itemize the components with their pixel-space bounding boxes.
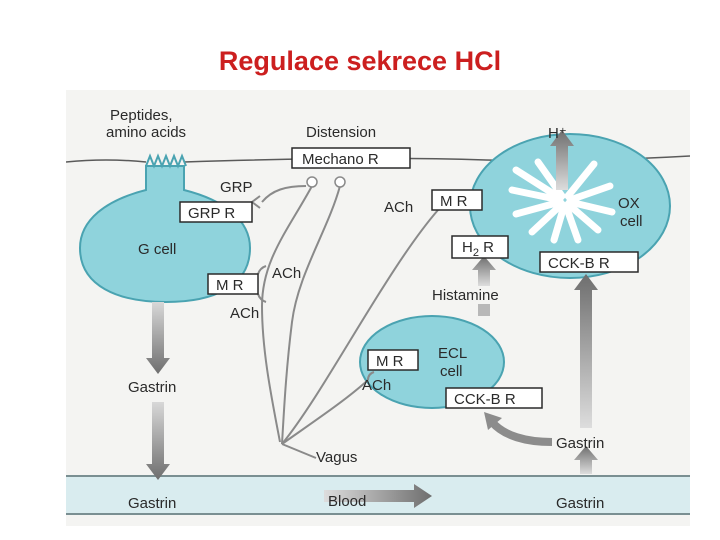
ach-ecl-label: ACh: [362, 377, 391, 394]
arrow-h-plus-secretion: [550, 130, 574, 190]
h2r-subscript: 2: [473, 247, 479, 259]
grp-fiber: [261, 185, 307, 203]
mechano-receptor-ending-icon: [306, 176, 318, 188]
mechano-r-label: Mechano R: [302, 151, 379, 168]
canaliculi-icon: [508, 158, 616, 244]
ach-g-lower-label: ACh: [230, 305, 259, 322]
arrow-gastrin-to-ox-cckbr: [574, 274, 598, 428]
cckbr-ecl-box: [445, 387, 543, 409]
vagus-nerve: [260, 185, 439, 459]
mr-ecl-label: M R: [376, 353, 404, 370]
cckbr-ox-box: [539, 251, 639, 273]
distension-label: Distension: [306, 124, 376, 141]
h2r-prefix: H: [462, 239, 473, 256]
histamine-label: Histamine: [432, 287, 499, 304]
mechano-r-box: [291, 147, 411, 169]
arrow-blood-gastrin-up: [574, 446, 598, 474]
ecl-cell-label: cell: [440, 363, 463, 380]
hcl-secretion-diagram: Peptides, amino acids Distension Mechano…: [66, 90, 690, 526]
arrow-gastrin-to-blood: [146, 402, 170, 480]
synapse-icon: [367, 371, 375, 381]
grp-r-box: [179, 201, 253, 223]
ox-cell: [469, 133, 671, 279]
arrowhead-icon: [484, 412, 502, 430]
ecl-cell: [359, 315, 505, 409]
grp-r-label: GRP R: [188, 205, 235, 222]
ach-ox-label: ACh: [384, 199, 413, 216]
svg-text:H2 R: H2 R: [462, 239, 494, 259]
vagus-label: Vagus: [316, 449, 357, 466]
microvilli-icon: [145, 153, 187, 169]
mr-ecl-box: [367, 349, 419, 371]
synapse-icon: [257, 293, 267, 303]
grp-label: GRP: [220, 179, 253, 196]
arrow-histamine-to-h2r: [472, 256, 496, 286]
ox-label: OX: [618, 195, 640, 212]
h-plus-label: H⁺: [548, 125, 567, 142]
synapse-icon: [251, 195, 261, 209]
gastrin-blood-right-label: Gastrin: [556, 495, 604, 512]
arrow-gastrin-to-ecl-cckbr: [488, 419, 553, 446]
slide-title: Regulace sekrece HCl: [218, 46, 502, 76]
mr-g-label: M R: [216, 277, 244, 294]
cckbr-ox-label: CCK-B R: [548, 255, 610, 272]
mr-g-box: [207, 273, 259, 295]
amino-acids-label-text: amino acids: [106, 124, 186, 141]
h2r-box: [451, 235, 509, 259]
gastrin-blood-left-label: Gastrin: [128, 495, 176, 512]
mucosa-line-left: [66, 159, 147, 163]
arrow-gcell-to-gastrin: [146, 302, 170, 374]
blood-label: Blood: [328, 493, 366, 510]
mechano-receptor-ending-icon: [334, 176, 346, 188]
arrow-blood-flow: [324, 484, 432, 508]
ox-cell-label: cell: [620, 213, 643, 230]
synapse-icon: [257, 265, 267, 275]
mr-ox-box: [431, 189, 483, 211]
ach-g-upper-label: ACh: [272, 265, 301, 282]
gastrin-g-label: Gastrin: [128, 379, 176, 396]
arrow-ecl-to-histamine: [478, 304, 490, 316]
h2r-suffix: R: [479, 239, 494, 256]
cckbr-ecl-label: CCK-B R: [454, 391, 516, 408]
g-cell-label: G cell: [138, 241, 176, 258]
ecl-label: ECL: [438, 345, 467, 362]
gastrin-right-label: Gastrin: [556, 435, 604, 452]
peptides-label: Peptides,: [110, 107, 173, 124]
mr-ox-label: M R: [440, 193, 468, 210]
